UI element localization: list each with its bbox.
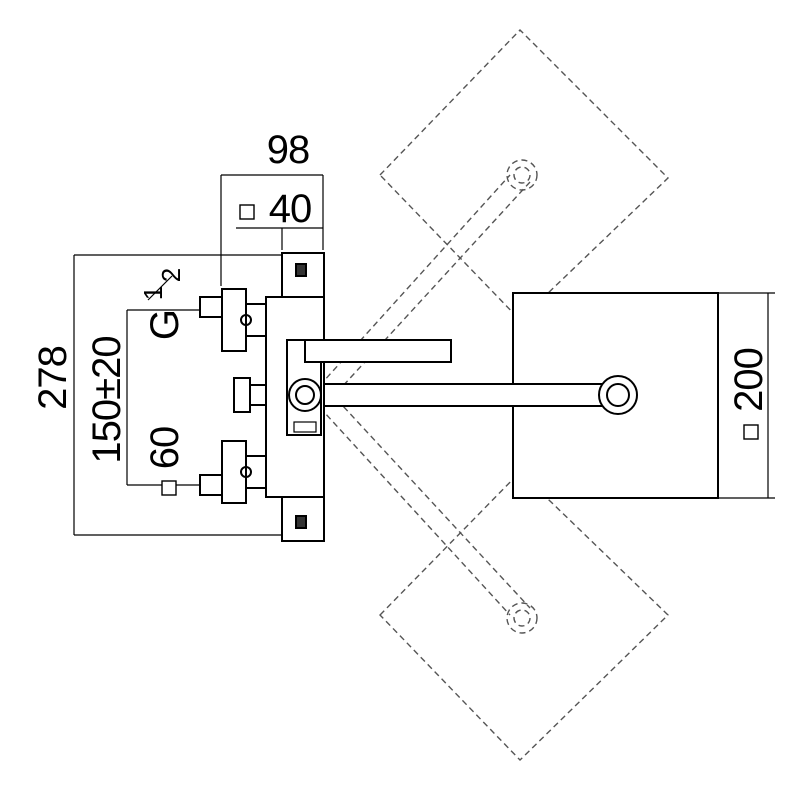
thermostat-knob — [233, 377, 267, 413]
thread-prefix-label: G — [143, 310, 187, 340]
mixer-body — [265, 252, 325, 542]
height-total-label: 278 — [31, 346, 75, 410]
swivel-position-lower — [312, 391, 670, 761]
width-square-label: 40 — [269, 187, 312, 231]
svg-text:150±20: 150±20 — [85, 336, 129, 463]
dimension-width-total: 98 — [220, 128, 324, 286]
width-total-label: 98 — [267, 128, 310, 172]
thread-numerator-label: 1 — [138, 286, 168, 300]
dimension-width-square: 40 — [236, 187, 323, 250]
dimension-showerhead-square: 200 — [718, 292, 775, 499]
dimension-height-total: 278 — [31, 254, 282, 536]
upper-inlet — [199, 288, 267, 352]
center-spacing-label: 150 — [85, 400, 129, 464]
center-tolerance-label: ±20 — [85, 336, 129, 399]
dimension-inlet-square: 60 — [143, 427, 187, 496]
inlet-square-label: 60 — [143, 427, 187, 470]
square-symbol-60 — [161, 480, 177, 496]
square-symbol-200 — [743, 424, 759, 440]
thread-denominator-label: 2 — [156, 268, 186, 282]
showerhead-square-label: 200 — [727, 348, 771, 412]
swivel-position-upper — [312, 29, 670, 401]
square-symbol-40 — [239, 204, 255, 220]
thread-spec: G 1 2 — [138, 268, 187, 340]
lower-inlet — [199, 440, 267, 504]
dimension-center-spacing: 150±20 — [85, 309, 200, 486]
lever-handle — [304, 339, 452, 363]
